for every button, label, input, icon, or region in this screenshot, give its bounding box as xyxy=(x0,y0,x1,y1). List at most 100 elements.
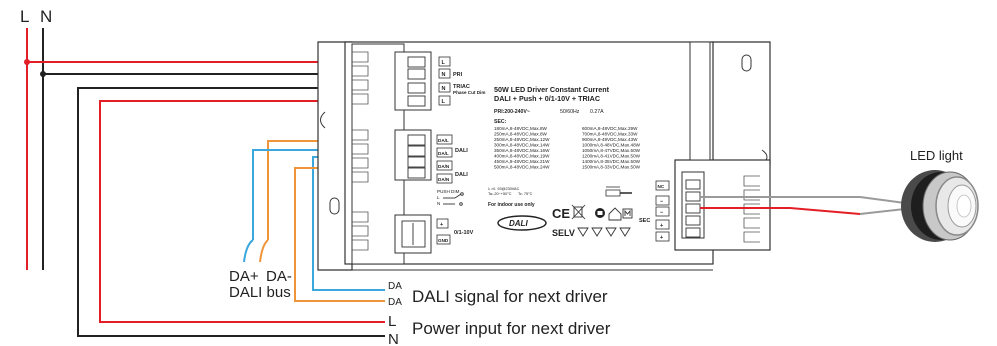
sec-right-2: 900mA,8-48VDC,Max.43W xyxy=(582,137,638,142)
da-next-label-1: DA xyxy=(388,281,402,292)
sec-side-label: SEC xyxy=(639,218,650,224)
left-mount-hole xyxy=(329,197,340,215)
push-dim-label: PUSH DIM xyxy=(437,189,460,194)
dim-pin-gnd-box xyxy=(436,234,451,245)
dim-label: 0/1-10V xyxy=(454,230,474,236)
dim-pin-plus: + xyxy=(440,222,443,228)
dim-pin-plus-box xyxy=(436,218,449,229)
da-plus-label: DA+ xyxy=(229,268,259,285)
sec-left-0: 180mA,8-48VDC,Max.8W xyxy=(494,126,548,131)
sec-pin-pos-1: + xyxy=(660,223,663,229)
sec-terminal-slots xyxy=(685,179,701,238)
push-dim-l: L xyxy=(437,195,440,200)
indoor-note: For indoor use only xyxy=(488,202,535,208)
sec-pin-neg-2: − xyxy=(660,210,663,216)
led-light-label: LED light xyxy=(910,148,963,163)
sec-spec-right-list: 600mA,8-48VDC,Max.29W 700mA,8-48VDC,Max.… xyxy=(582,126,641,170)
strip-length-icon xyxy=(605,186,632,197)
da-next-label-2: DA xyxy=(388,297,402,308)
sec-spec-left-list: 180mA,8-48VDC,Max.8W 250mA,8-48VDC,Max.8… xyxy=(494,126,550,170)
pri-terminal-slots xyxy=(407,56,426,107)
lambda-spec: λ >0. 93@230VAC xyxy=(488,187,520,191)
dali-logo: DALI xyxy=(497,215,547,231)
freq-spec: 50/60Hz xyxy=(560,109,580,115)
pri-pin-1: L xyxy=(442,60,446,66)
dali-label-2: DALI xyxy=(455,172,468,178)
sec-right-4: 1050mA,8-47VDC,Max.50W xyxy=(582,148,641,153)
dali-pin-1: DA/L xyxy=(438,138,449,143)
current-spec: 0.27A xyxy=(590,109,604,115)
led-light-icon xyxy=(901,170,979,242)
sec-pin-nc: NC xyxy=(658,184,665,189)
sec-right-5: 1200mA,8-41VDC,Max.50W xyxy=(582,154,641,159)
sec-pin-pos-2: + xyxy=(660,235,663,241)
pri-pin-labels: L N N L xyxy=(438,56,451,106)
left-ear-notch xyxy=(320,111,326,129)
live-junction xyxy=(24,59,30,65)
sec-pin-neg-1: − xyxy=(660,199,663,205)
dali-pin-labels: DA/L DA/L DA/N DA/N xyxy=(436,134,453,184)
selv-mark: SELV xyxy=(552,228,575,238)
terminal-n-label: N xyxy=(40,7,52,26)
triac-label: TRIAC xyxy=(453,84,470,90)
weee-icon xyxy=(571,204,586,220)
pri-pin-3: N xyxy=(442,86,446,92)
led-output-red-wire xyxy=(700,207,861,215)
m-mark-icon xyxy=(622,208,633,219)
live-next-wire xyxy=(99,100,408,323)
dali-next-label: DALI signal for next driver xyxy=(412,287,608,306)
tc-spec: Tc: 75°C xyxy=(518,192,533,196)
sec-left-3: 300mA,8-48VDC,Max.14W xyxy=(494,143,550,148)
sec-spec-label: SEC: xyxy=(494,119,507,125)
driver-right-rib xyxy=(689,41,711,161)
pri-pin-2: N xyxy=(442,72,446,78)
sec-left-2: 250mA,8-48VDC,Max.12W xyxy=(494,137,550,142)
dali-minus-wire-tail xyxy=(243,239,254,263)
terminal-l-label: L xyxy=(20,7,29,26)
dali-plus-wire-tail xyxy=(259,239,269,263)
dali-terminal-slots xyxy=(407,134,426,179)
sec-left-1: 250mA,8-48VDC,Max.8W xyxy=(494,132,548,137)
phase-cut-label: Phase Cut Dim xyxy=(453,90,485,95)
pri-pin-4: L xyxy=(442,99,446,105)
sec-right-0: 600mA,8-48VDC,Max.29W xyxy=(582,126,638,131)
ta-spec: Ta:-20~+50°C xyxy=(488,192,512,196)
sec-pin-labels: NC − − + + xyxy=(655,180,670,242)
sec-right-1: 700mA,8-48VDC,Max.33W xyxy=(582,132,638,137)
dali-pin-2: DA/L xyxy=(438,151,449,156)
sec-left-5: 400mA,8-48VDC,Max.19W xyxy=(494,154,550,159)
dali-pin-3: DA/N xyxy=(438,164,450,169)
push-dim-n: N xyxy=(437,201,440,206)
led-gray-lead xyxy=(859,196,906,204)
dali-bus-label: DALI bus xyxy=(229,284,291,301)
neutral-next-wire xyxy=(77,87,408,337)
n-next-label: N xyxy=(388,331,399,346)
neutral-junction xyxy=(40,71,46,77)
led-red-lead xyxy=(859,208,906,215)
push-switch-icon xyxy=(443,192,464,206)
ce-mark: CE xyxy=(552,206,570,221)
connector-ribs xyxy=(352,51,369,251)
l-next-label: L xyxy=(388,313,396,330)
class-symbol-icon xyxy=(595,208,605,218)
dali-label-1: DALI xyxy=(455,148,468,154)
sec-left-4: 350mA,8-48VDC,Max.16W xyxy=(494,148,550,153)
dali-pin-4: DA/N xyxy=(438,177,450,182)
driver-title-2: DALI + Push + 0/1-10V + TRIAC xyxy=(494,94,600,103)
pri-spec: PRI:200-240V~ xyxy=(494,109,530,115)
dim-terminal-slot xyxy=(401,220,426,248)
pri-label: PRI xyxy=(453,72,463,78)
power-next-label: Power input for next driver xyxy=(412,319,611,338)
right-mount-hole xyxy=(741,54,752,72)
driver-right-ear xyxy=(711,41,771,165)
led-driver: L N N L PRI TRIAC Phase Cut Dim DA/L DA/… xyxy=(317,41,771,271)
sec-left-7: 500mA,8-48VDC,Max.24W xyxy=(494,165,550,170)
dim-pin-gnd: GND xyxy=(438,238,449,243)
sec-left-6: 450mA,8-48VDC,Max.21W xyxy=(494,159,550,164)
da-minus-label: DA- xyxy=(266,268,292,285)
sec-right-3: 1000mA,8-48VDC,Max.48W xyxy=(582,143,641,148)
dali-logo-text: DALI xyxy=(509,219,528,228)
sec-right-7: 1500mA,8-33VDC,Max.50W xyxy=(582,165,641,170)
sec-right-6: 1400mA,8-35VDC,Max.50W xyxy=(582,159,641,164)
